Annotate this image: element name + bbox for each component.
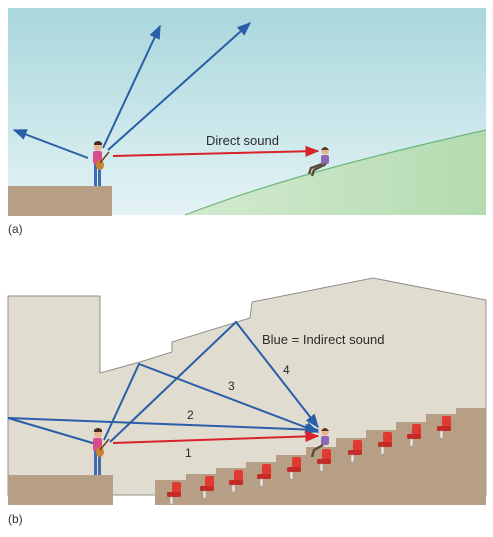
listener-icon — [310, 428, 329, 458]
grassy-hill — [185, 130, 486, 215]
guitarist-icon — [93, 428, 110, 475]
path-number-3: 3 — [228, 379, 235, 393]
stage-floor — [8, 475, 113, 505]
sound-ray-up — [102, 24, 161, 149]
direct-sound-path-1 — [112, 430, 320, 444]
sound-ray-upright — [107, 22, 252, 151]
path-number-1: 1 — [185, 446, 192, 460]
listener-icon — [307, 147, 329, 177]
indirect-path-2 — [7, 417, 320, 445]
indirect-path-4 — [109, 320, 319, 443]
panel-b: 1 2 3 4 Blue = Indirect sound (b) — [7, 277, 487, 526]
hill-edge-line — [184, 129, 487, 216]
guitarist-icon — [93, 141, 110, 186]
indirect-sound-legend: Blue = Indirect sound — [262, 332, 385, 347]
path-number-2: 2 — [187, 408, 194, 422]
indirect-sound-paths — [7, 320, 320, 445]
panel-a: Direct sound (a) — [8, 8, 487, 236]
path-number-4: 4 — [283, 363, 290, 377]
direct-sound-label: Direct sound — [206, 133, 279, 148]
stage-platform — [8, 186, 112, 216]
panel-a-label: (a) — [8, 222, 23, 236]
indirect-path-3 — [103, 362, 320, 441]
panel-b-label: (b) — [8, 512, 23, 526]
sound-ray-left — [12, 129, 89, 159]
direct-sound-arrow — [112, 145, 320, 157]
